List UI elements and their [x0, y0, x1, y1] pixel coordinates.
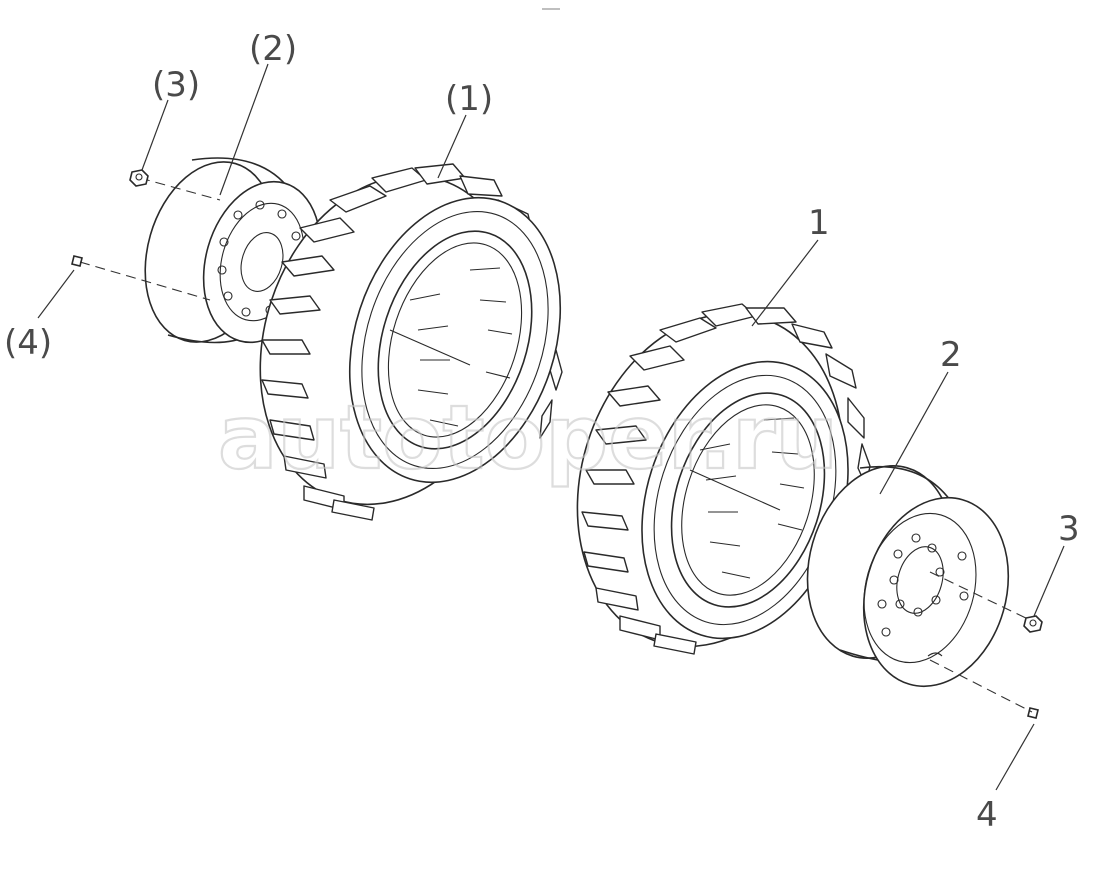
- callout-left-2: (2): [249, 29, 297, 69]
- right-rim: [806, 465, 1010, 688]
- callout-right-3: 3: [1058, 509, 1080, 549]
- left-wheel-assembly: [37, 63, 563, 521]
- watermark: autotoper.ru: [218, 386, 838, 489]
- callout-labels: (1) (2) (3) (4) 1 2 3 4: [4, 29, 1080, 835]
- right-tyre: [576, 303, 871, 655]
- callout-right-1: 1: [808, 203, 830, 243]
- callout-left-3: (3): [152, 65, 200, 105]
- callout-right-4: 4: [976, 795, 998, 835]
- callout-left-1: (1): [445, 79, 493, 119]
- right-leaders: [751, 239, 1065, 791]
- callout-left-4: (4): [4, 323, 52, 363]
- right-stud: [1027, 707, 1039, 719]
- left-leaders: [37, 63, 467, 319]
- left-rim: [144, 157, 322, 344]
- left-tyre: [259, 163, 563, 521]
- left-nut: [129, 169, 149, 187]
- right-wheel-assembly: [576, 239, 1065, 791]
- callout-right-2: 2: [940, 335, 962, 375]
- right-fasteners: [929, 571, 1043, 719]
- right-nut: [1023, 615, 1043, 633]
- left-stud: [71, 255, 83, 267]
